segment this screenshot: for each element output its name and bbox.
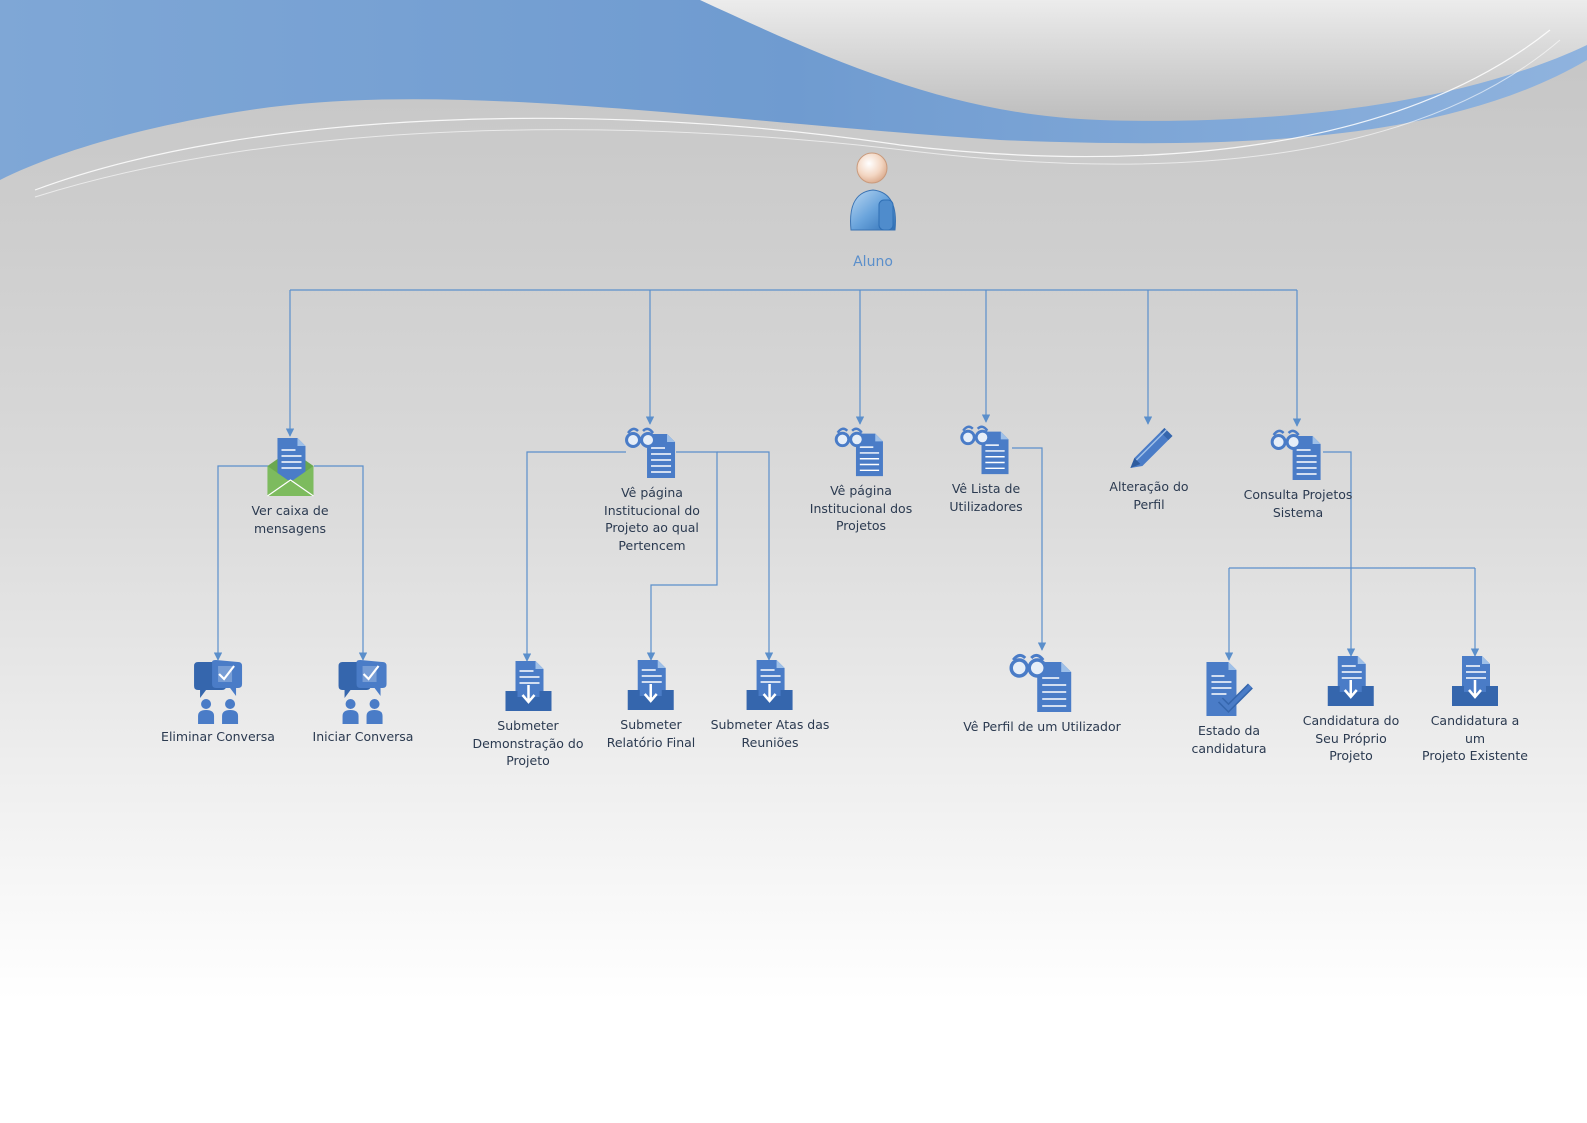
node-label: Vê Lista de Utilizadores [949, 481, 1023, 514]
node-label: Estado da candidatura [1191, 723, 1267, 756]
inbox-document-icon [1328, 656, 1374, 706]
root-label: Aluno [853, 254, 893, 270]
node-candidatura-existente[interactable]: Candidatura a um Projeto Existente [1419, 656, 1531, 765]
node-label: Eliminar Conversa [161, 729, 275, 744]
node-label: Submeter Demonstração do Projeto [472, 718, 584, 768]
node-perfil-utilizador[interactable]: Vê Perfil de um Utilizador [963, 650, 1121, 736]
node-label: Ver caixa de mensagens [251, 503, 329, 536]
node-iniciar-conversa[interactable]: Iniciar Conversa [312, 660, 414, 746]
node-label: Submeter Atas das Reuniões [710, 717, 830, 750]
checked-document-icon [1206, 662, 1253, 716]
node-pagina-projetos[interactable]: Vê página Institucional dos Projetos [810, 424, 912, 535]
glasses-document-icon [959, 425, 1009, 475]
chat-users-icon [193, 660, 242, 724]
glasses-document-icon [625, 427, 675, 478]
inbox-document-icon [1452, 656, 1498, 706]
inbox-document-icon [746, 660, 793, 710]
node-label: Candidatura a um Projeto Existente [1422, 713, 1528, 763]
node-estado-candidatura[interactable]: Estado da candidatura [1191, 660, 1267, 757]
node-alteracao-perfil[interactable]: Alteração do Perfil [1109, 424, 1189, 513]
node-lista-utilizadores[interactable]: Vê Lista de Utilizadores [949, 422, 1023, 515]
node-label: Candidatura do Seu Próprio Projeto [1302, 713, 1400, 763]
inbox-document-icon [504, 661, 551, 711]
node-label: Vê página Institucional dos Projetos [809, 483, 913, 533]
node-label: Alteração do Perfil [1109, 479, 1189, 512]
node-label: Vê Perfil de um Utilizador [963, 719, 1121, 734]
glasses-document-icon [1009, 653, 1071, 712]
node-submeter-relatorio[interactable]: Submeter Relatório Final [606, 660, 696, 751]
root-node: Aluno [845, 150, 901, 272]
pencil-icon [1130, 428, 1172, 468]
node-submeter-atas[interactable]: Submeter Atas das Reuniões [710, 660, 830, 751]
glasses-document-icon [1270, 429, 1321, 480]
node-label: Consulta Projetos Sistema [1243, 487, 1353, 520]
chat-users-icon [339, 660, 387, 724]
glasses-document-icon [834, 427, 884, 477]
node-pagina-projeto[interactable]: Vê página Institucional do Projeto ao qu… [604, 424, 700, 554]
node-eliminar-conversa[interactable]: Eliminar Conversa [161, 660, 275, 746]
inbox-document-icon [627, 660, 674, 710]
node-ver-caixa[interactable]: Ver caixa de mensagens [251, 436, 329, 537]
mail-document-icon [266, 438, 314, 497]
node-label: Iniciar Conversa [312, 729, 414, 744]
node-candidatura-proprio[interactable]: Candidatura do Seu Próprio Projeto [1302, 656, 1400, 765]
user-icon [850, 152, 896, 231]
node-consulta-projetos[interactable]: Consulta Projetos Sistema [1243, 426, 1353, 521]
node-label: Vê página Institucional do Projeto ao qu… [604, 485, 700, 553]
node-submeter-demonstracao[interactable]: Submeter Demonstração do Projeto [472, 661, 584, 770]
node-label: Submeter Relatório Final [606, 717, 696, 750]
